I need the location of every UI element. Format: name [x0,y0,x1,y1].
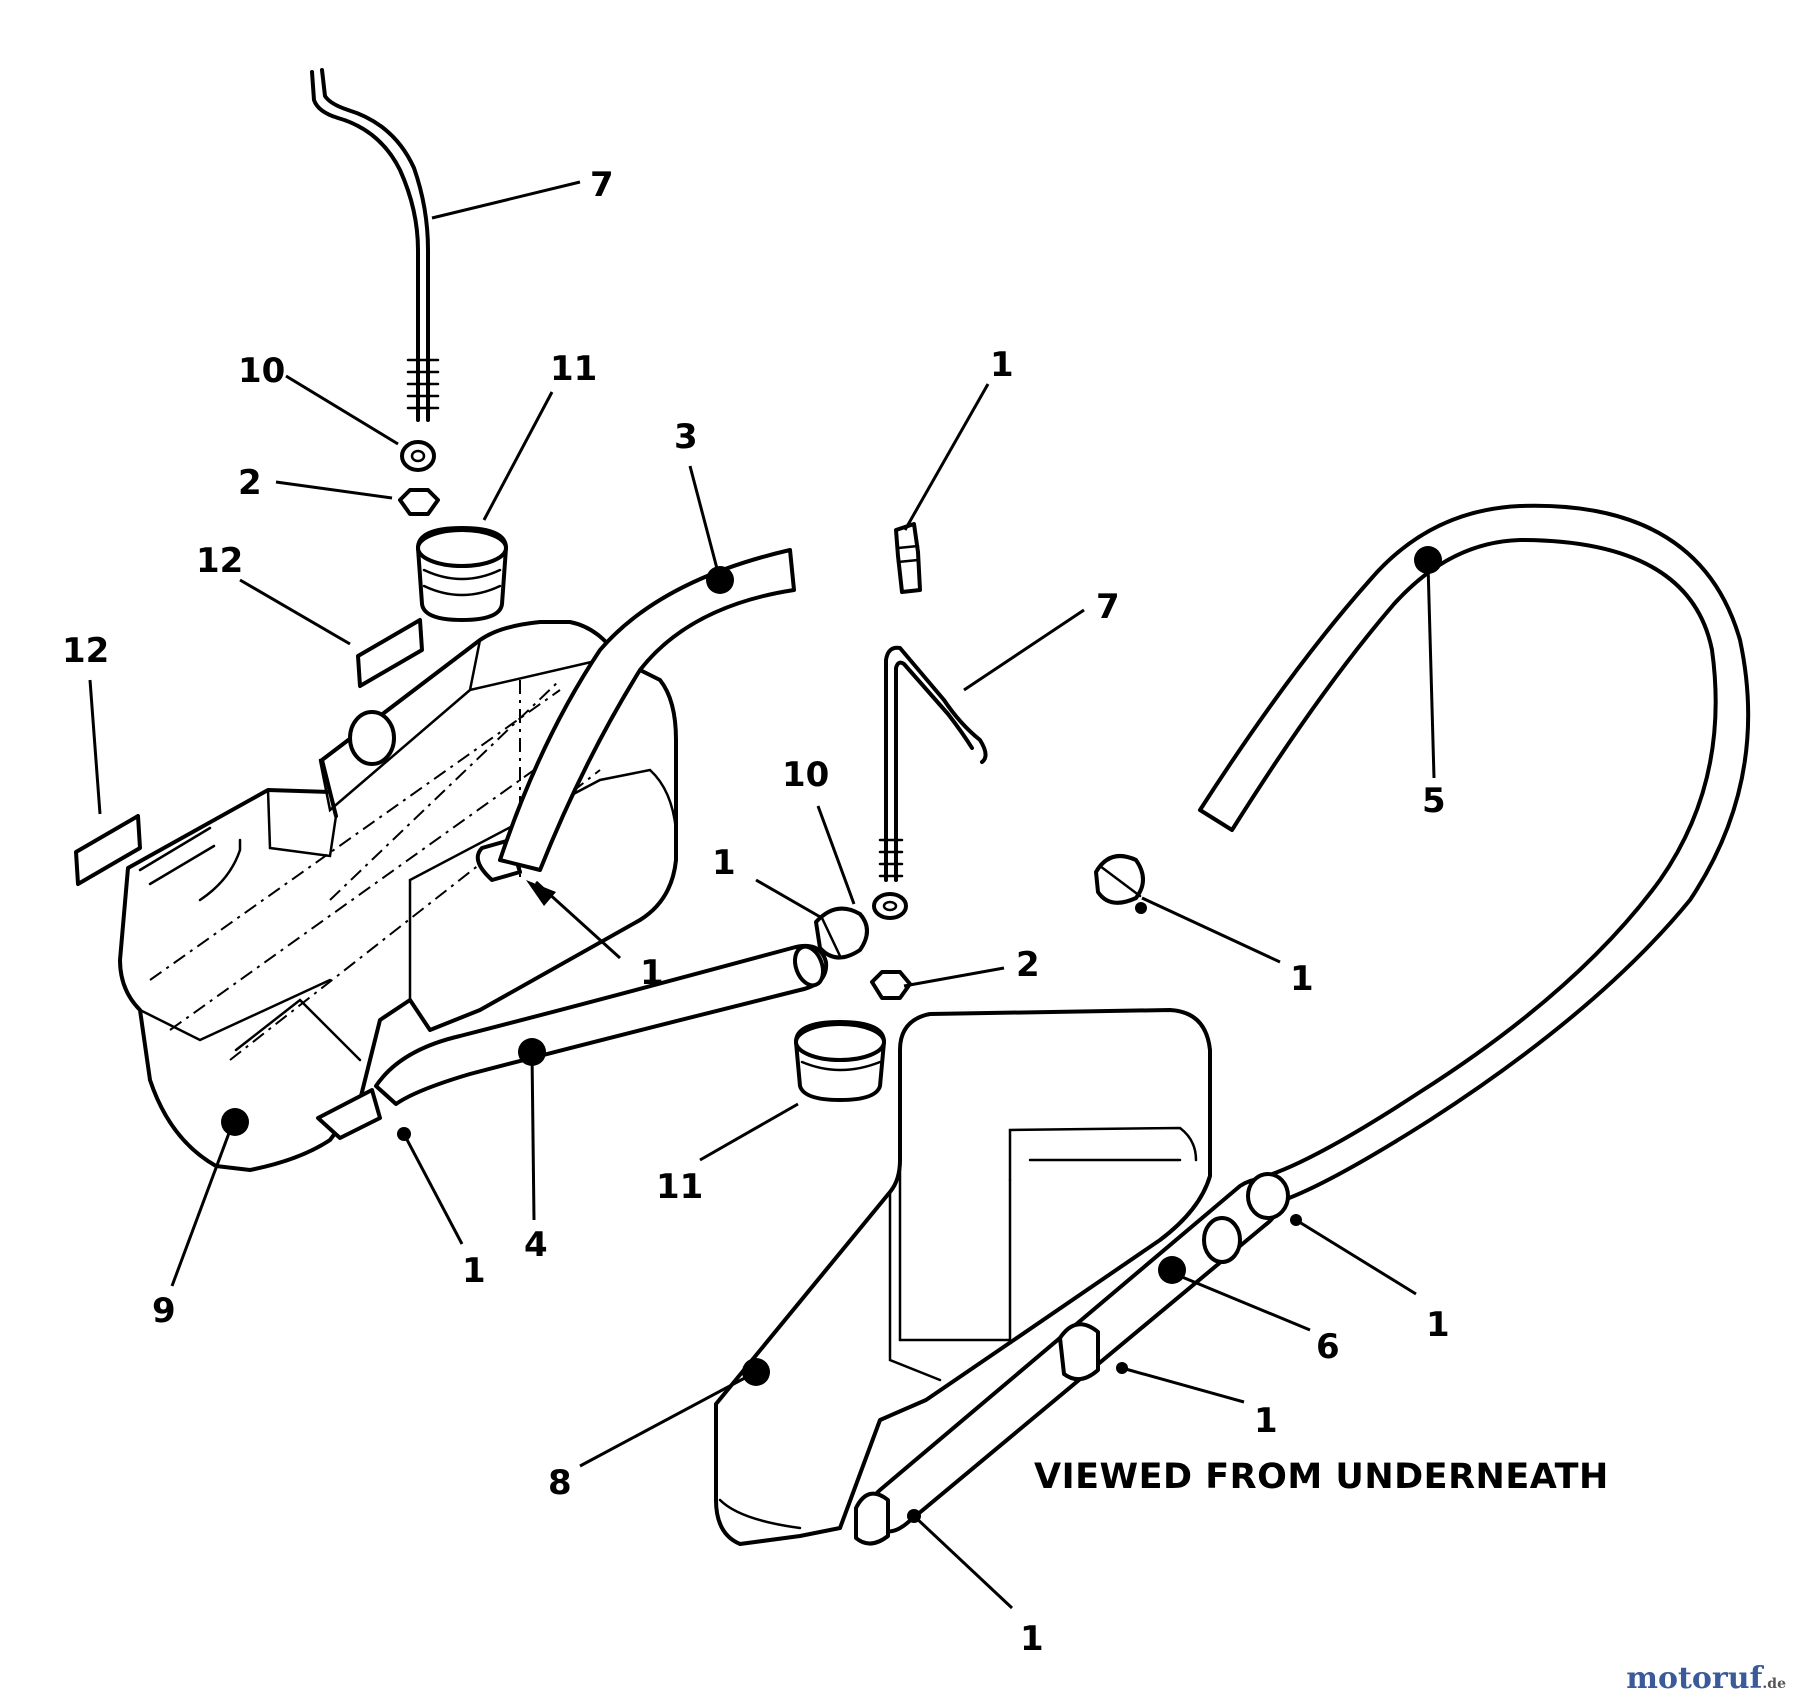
callout-1-tank-left: 1 [640,953,664,993]
callout-8: 8 [548,1463,572,1503]
fuel-tank-9-left [118,620,678,1172]
clamp-1-center-left [814,906,869,960]
watermark-brand: motoruf [1626,1661,1763,1696]
view-caption: VIEWED FROM UNDERNEATH [1034,1457,1609,1497]
callout-10-left: 10 [238,351,285,391]
callout-11-left: 11 [550,349,597,389]
fuel-shutoff-rod-7-center [878,645,988,882]
callout-11-center: 11 [656,1167,703,1207]
lock-nut-10-left [400,440,436,472]
leader-lines [88,180,1436,1610]
watermark-logo: motoruf.de [1626,1661,1786,1696]
lock-nut-10-center [872,892,908,920]
clamp-1-top-center [894,522,922,594]
nut-2-left [398,488,440,516]
callout-7-center: 7 [1096,587,1120,627]
fuel-hose-4 [374,943,829,1106]
fuel-hose-3 [498,548,796,872]
clamp-1-center-right [1094,854,1145,905]
callout-6: 6 [1316,1327,1340,1367]
callout-labels: 7 10 11 2 3 12 12 1 1 7 10 1 2 1 5 9 1 4… [62,165,1450,1659]
callout-5: 5 [1422,781,1446,821]
callout-1-top-center: 1 [990,345,1014,385]
fuel-tank-8-right [714,1008,1212,1546]
callout-10-center: 10 [782,755,829,795]
watermark-tld: .de [1762,1676,1786,1692]
callout-12-lower: 12 [62,631,109,671]
callout-7-left: 7 [590,165,614,205]
bushing-11-center [794,1020,886,1102]
callout-1-center-right: 1 [1290,959,1314,999]
callout-dots [221,546,1442,1386]
callout-2-center: 2 [1016,945,1040,985]
pad-12-lower [74,814,142,886]
fuel-shutoff-rod-7-left [310,68,440,422]
callout-2-left: 2 [238,463,262,503]
callout-3: 3 [674,417,698,457]
fuel-hose-5 [1198,503,1751,1206]
callout-1-tank-bottom: 1 [462,1251,486,1291]
callout-4: 4 [524,1225,548,1265]
callout-1-center-left: 1 [712,843,736,883]
callout-1-right-bottom: 1 [1020,1619,1044,1659]
callout-9: 9 [152,1291,176,1331]
callout-12-upper: 12 [196,541,243,581]
callout-1-right-mid: 1 [1254,1401,1278,1441]
pad-12-upper [356,618,424,688]
callout-1-right-upper: 1 [1426,1305,1450,1345]
bushing-11-left [416,526,508,622]
